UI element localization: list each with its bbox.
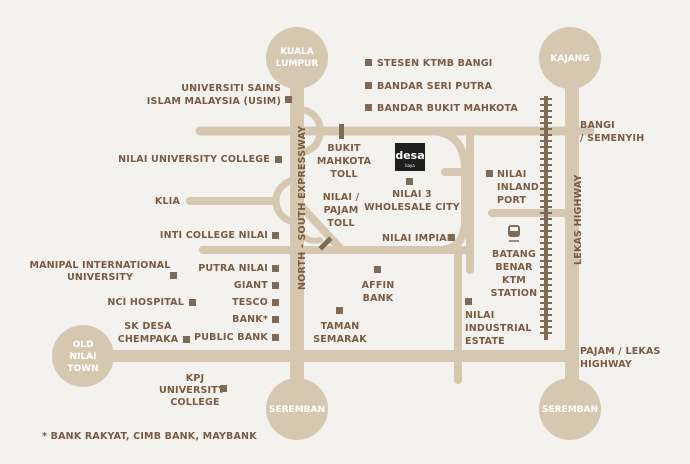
svg-text:TOLL: TOLL <box>327 218 354 229</box>
svg-text:BANK: BANK <box>363 293 394 304</box>
marker-nilai-3 <box>406 178 413 185</box>
svg-text:ISLAM MALAYSIA (USIM): ISLAM MALAYSIA (USIM) <box>147 96 281 107</box>
svg-text:AFFIN: AFFIN <box>362 280 395 291</box>
marker-bank <box>272 316 279 323</box>
marker-giant <box>272 282 279 289</box>
marker-nilai-inland-port <box>486 170 493 177</box>
inti-college-nilai-label: INTI COLLEGE NILAI <box>160 230 268 241</box>
svg-text:NILAI /: NILAI / <box>323 192 360 203</box>
marker-nilai-university-college <box>275 156 282 163</box>
svg-text:/ SEMENYIH: / SEMENYIH <box>580 133 644 144</box>
svg-text:HIGHWAY: HIGHWAY <box>580 359 632 370</box>
marker-kpj <box>220 385 227 392</box>
toll-bar-nilai-pajam <box>318 236 333 251</box>
svg-text:TOWN: TOWN <box>67 364 98 374</box>
svg-text:MANIPAL INTERNATIONAL: MANIPAL INTERNATIONAL <box>29 260 170 271</box>
marker-putra-nilai <box>272 265 279 272</box>
road-network <box>84 53 595 417</box>
svg-text:PAJAM / LEKAS: PAJAM / LEKAS <box>580 346 661 357</box>
nilai-impian-label: NILAI IMPIAN <box>382 233 455 244</box>
marker-bandar-bukit-mahkota <box>365 104 372 111</box>
north-south-expressway-label: NORTH - SOUTH EXPRESSWAY <box>297 126 308 290</box>
svg-text:PORT: PORT <box>497 195 527 206</box>
svg-text:INDUSTRIAL: INDUSTRIAL <box>465 323 532 334</box>
road-interchange-nilai <box>294 219 323 244</box>
seremban-left-label: SEREMBAN <box>269 405 325 415</box>
tesco-label: TESCO <box>232 297 268 308</box>
marker-inti-college-nilai <box>272 232 279 239</box>
klia-label: KLIA <box>155 196 181 207</box>
svg-text:desa: desa <box>395 149 424 162</box>
bandar-bukit-mahkota-label: BANDAR BUKIT MAHKOTA <box>377 103 518 114</box>
svg-text:PAJAM: PAJAM <box>324 205 359 216</box>
svg-text:NILAI 3: NILAI 3 <box>392 189 432 200</box>
kuala-line-2: LUMPUR <box>276 59 319 69</box>
svg-text:BENAR: BENAR <box>495 262 533 273</box>
marker-affin-bank <box>374 266 381 273</box>
svg-text:TOLL: TOLL <box>330 169 357 180</box>
circle-old-nilai-town: OLD NILAI TOWN <box>52 325 114 387</box>
svg-text:KTM: KTM <box>502 275 526 286</box>
putra-nilai-label: PUTRA NILAI <box>198 263 268 274</box>
svg-text:CHEMPAKA: CHEMPAKA <box>118 334 179 345</box>
svg-text:NILAI: NILAI <box>70 352 97 362</box>
marker-usim <box>285 96 292 103</box>
svg-text:OLD: OLD <box>73 340 94 350</box>
svg-text:NILAI: NILAI <box>465 310 494 321</box>
svg-text:kaya: kaya <box>405 163 415 168</box>
circle-kuala-lumpur: KUALA LUMPUR <box>266 27 328 89</box>
kuala-line-1: KUALA <box>280 47 314 57</box>
svg-text:TAMAN: TAMAN <box>321 321 360 332</box>
svg-text:BUKIT: BUKIT <box>327 143 361 154</box>
footnote: * BANK RAKYAT, CIMB BANK, MAYBANK <box>42 431 257 442</box>
public-bank-label: PUBLIC BANK <box>194 332 268 343</box>
svg-text:BANGI: BANGI <box>580 120 615 131</box>
circle-kajang: KAJANG <box>539 27 601 89</box>
train-icon <box>508 225 520 242</box>
giant-label: GIANT <box>234 280 268 291</box>
svg-text:INLAND: INLAND <box>497 182 539 193</box>
svg-text:UNIVERSITY: UNIVERSITY <box>67 272 133 283</box>
stesen-ktmb-bangi-label: STESEN KTMB BANGI <box>377 58 493 69</box>
nci-hospital-label: NCI HOSPITAL <box>107 297 184 308</box>
marker-tesco <box>272 299 279 306</box>
circle-seremban-right: SEREMBAN <box>539 378 601 440</box>
nilai-university-college-label: NILAI UNIVERSITY COLLEGE <box>118 154 270 165</box>
svg-text:UNIVERSITI SAINS: UNIVERSITI SAINS <box>181 83 281 94</box>
svg-text:COLLEGE: COLLEGE <box>170 397 219 408</box>
svg-text:UNIVERSITY: UNIVERSITY <box>159 385 225 396</box>
marker-taman-semarak <box>336 307 343 314</box>
desa-kaya-logo: desa kaya <box>395 143 425 171</box>
kajang-label: KAJANG <box>550 54 589 64</box>
svg-text:MAHKOTA: MAHKOTA <box>317 156 372 167</box>
svg-text:WHOLESALE CITY: WHOLESALE CITY <box>364 202 460 213</box>
svg-text:NILAI: NILAI <box>497 169 526 180</box>
svg-text:SEMARAK: SEMARAK <box>313 334 367 345</box>
road-nilai-toll-link <box>296 201 344 252</box>
seremban-right-label: SEREMBAN <box>542 405 598 415</box>
circle-seremban-left: SEREMBAN <box>266 378 328 440</box>
marker-nilai-industrial-estate <box>465 298 472 305</box>
marker-nci-hospital <box>189 299 196 306</box>
marker-stesen-ktmb-bangi <box>365 59 372 66</box>
svg-text:ESTATE: ESTATE <box>465 336 505 347</box>
marker-manipal <box>170 272 177 279</box>
svg-text:KPJ: KPJ <box>186 373 204 384</box>
svg-text:BATANG: BATANG <box>492 249 536 260</box>
bandar-seri-putra-label: BANDAR SERI PUTRA <box>377 81 493 92</box>
toll-bar-bukit-mahkota <box>339 124 344 139</box>
road-interchange-klia <box>272 176 301 226</box>
marker-nilai-impian <box>448 234 455 241</box>
marker-public-bank <box>272 334 279 341</box>
svg-text:SK DESA: SK DESA <box>124 321 172 332</box>
road-interchange-north <box>293 106 324 156</box>
bank-label: BANK* <box>232 314 268 325</box>
lekas-highway-label: LEKAS HIGHWAY <box>573 174 584 265</box>
marker-bandar-seri-putra <box>365 82 372 89</box>
svg-text:STATION: STATION <box>491 288 538 299</box>
marker-sk-desa-chempaka <box>183 336 190 343</box>
